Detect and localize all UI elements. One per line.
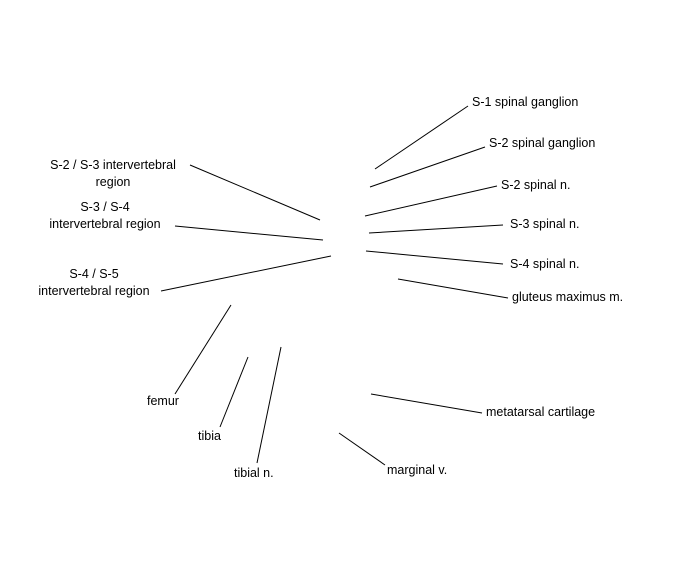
label-marginal-v: marginal v. (387, 463, 448, 477)
label-tibia: tibia (198, 429, 221, 443)
label-s3-spinal-n: S-3 spinal n. (510, 217, 580, 231)
label-gluteus-maximus: gluteus maximus m. (512, 290, 624, 304)
leader-metatarsal-cartilage (370, 393, 483, 414)
leader-s3-spinal-n (368, 224, 504, 234)
label-s2-s3-line1: S-2 / S-3 intervertebral (50, 158, 176, 172)
label-s3-s4-line2: intervertebral region (49, 217, 161, 231)
leader-marginal-v (338, 432, 386, 466)
label-s4-s5-region: S-4 / S-5 intervertebral region (29, 266, 159, 300)
leader-tibial-n (256, 346, 282, 464)
label-s4-s5-line1: S-4 / S-5 (69, 267, 119, 281)
label-s2-spinal-ganglion: S-2 spinal ganglion (489, 136, 596, 150)
leader-s4-spinal-n (365, 250, 504, 265)
leader-s2-spinal-ganglion (369, 146, 486, 188)
leader-gluteus-maximus (397, 278, 509, 299)
label-s2-s3-region: S-2 / S-3 intervertebral region (38, 157, 188, 191)
label-s1-spinal-ganglion: S-1 spinal ganglion (472, 95, 579, 109)
leader-tibia (219, 356, 249, 428)
label-s2-spinal-n: S-2 spinal n. (501, 178, 571, 192)
label-metatarsal-cartilage: metatarsal cartilage (486, 405, 596, 419)
label-s3-s4-line1: S-3 / S-4 (80, 200, 130, 214)
leader-s3-s4-region (174, 225, 324, 241)
label-s4-s5-line2: intervertebral region (38, 284, 150, 298)
leader-s2-spinal-n (364, 185, 498, 217)
leader-s1-spinal-ganglion (374, 105, 469, 170)
label-femur: femur (147, 394, 179, 408)
label-s4-spinal-n: S-4 spinal n. (510, 257, 580, 271)
label-tibial-n: tibial n. (234, 466, 274, 480)
leader-femur (174, 304, 232, 395)
leader-s4-s5-region (160, 255, 332, 292)
label-s2-s3-line2: region (95, 175, 131, 189)
leader-s2-s3-region (189, 164, 321, 221)
label-s3-s4-region: S-3 / S-4 intervertebral region (40, 199, 170, 233)
